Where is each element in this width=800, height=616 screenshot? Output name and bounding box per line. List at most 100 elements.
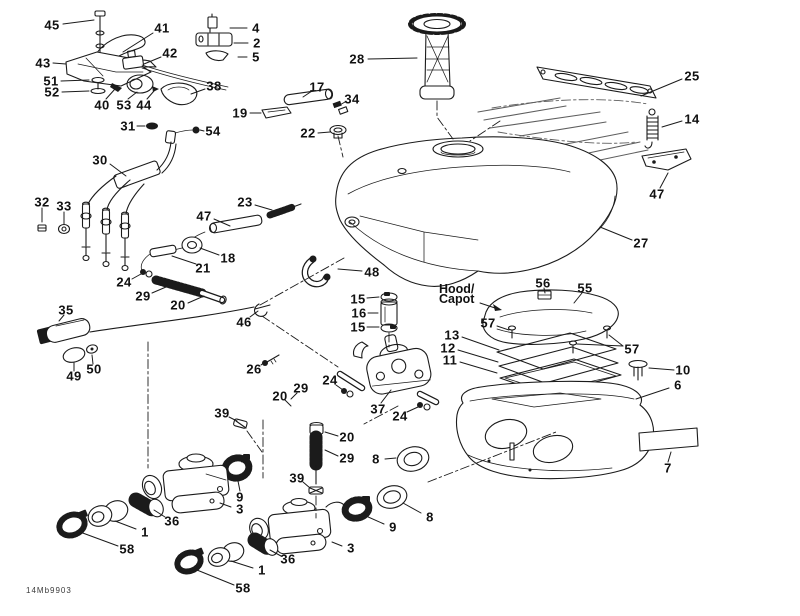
part-label-53: 53 (116, 97, 132, 113)
part-label-28: 28 (349, 51, 365, 67)
part-label-36: 36 (280, 551, 296, 567)
part-label-29: 29 (339, 450, 355, 466)
plate-19 (261, 106, 292, 119)
part-label-42: 42 (162, 45, 178, 61)
part-label-7: 7 (664, 460, 672, 476)
grommet-22 (329, 124, 347, 136)
frame-hatching (477, 97, 649, 161)
clamp-58b (174, 547, 204, 575)
ring-49 (62, 347, 86, 363)
choke-lever-42 (122, 49, 229, 91)
diagram-code: 14Mb9903 (26, 586, 72, 595)
screw-26 (262, 354, 280, 366)
idle-spring-20-29 (309, 421, 324, 485)
part-label-39: 39 (289, 470, 305, 486)
part-label-33: 33 (56, 198, 72, 214)
part-label-57: 57 (480, 315, 496, 331)
hood-annotation-line1: Hood/ (439, 282, 475, 296)
routing-lines (147, 100, 557, 519)
filter-foam-13 (496, 332, 617, 370)
intake-socket-36b (247, 532, 279, 556)
part-label-24: 24 (322, 372, 338, 388)
part-label-24: 24 (392, 408, 408, 424)
screw-57b (602, 325, 612, 339)
part-label-24: 24 (116, 274, 132, 290)
fuel-pump-37 (336, 334, 440, 411)
part-label-36: 36 (164, 513, 180, 529)
clip-46 (254, 303, 271, 317)
part-label-29: 29 (135, 288, 151, 304)
part-label-44: 44 (136, 97, 152, 113)
part-label-56: 56 (535, 275, 551, 291)
part-label-26: 26 (246, 361, 262, 377)
part-label-35: 35 (58, 302, 74, 318)
part-label-1: 1 (141, 524, 149, 540)
part-label-12: 12 (440, 340, 456, 356)
vent-hose-group (261, 88, 349, 139)
part-label-37: 37 (370, 401, 386, 417)
fuel-gauge-28 (408, 13, 466, 100)
part-label-22: 22 (300, 125, 316, 141)
part-label-16: 16 (351, 305, 367, 321)
bracket-47-right (641, 148, 692, 171)
part-label-38: 38 (206, 78, 222, 94)
part-label-41: 41 (154, 20, 170, 36)
choke-cable-assembly (140, 203, 302, 305)
part-label-23: 23 (237, 194, 253, 210)
part-label-30: 30 (92, 152, 108, 168)
part-label-29: 29 (293, 380, 309, 396)
leader-lines (41, 19, 683, 586)
part-label-20: 20 (272, 388, 288, 404)
part-label-10: 10 (675, 362, 691, 378)
flange-ring-8a (396, 446, 430, 472)
part-label-58: 58 (235, 580, 251, 596)
spring-14 (644, 108, 659, 149)
part-label-18: 18 (220, 250, 236, 266)
part-label-54: 54 (205, 123, 221, 139)
cable-adjusters (80, 201, 131, 272)
throttle-cable-junction-30 (87, 122, 200, 215)
hose-48 (301, 255, 331, 288)
clamp-58a (56, 509, 88, 539)
part-label-20: 20 (170, 297, 186, 313)
part-label-31: 31 (120, 118, 136, 134)
part-label-8: 8 (426, 509, 434, 525)
switch-4 (207, 13, 218, 33)
fasteners-32-33 (37, 223, 71, 235)
hood-annotation: Hood/ Capot (439, 282, 475, 306)
part-label-49: 49 (66, 368, 82, 384)
part-label-21: 21 (195, 260, 211, 276)
part-label-20: 20 (339, 429, 355, 445)
part-label-40: 40 (94, 97, 110, 113)
part-label-11: 11 (442, 352, 458, 368)
carburetor-1 (141, 453, 253, 514)
part-label-57: 57 (624, 341, 640, 357)
part-label-5: 5 (252, 49, 260, 65)
carburetor-2 (249, 497, 345, 555)
part-label-15: 15 (350, 319, 366, 335)
part-label-14: 14 (684, 111, 700, 127)
part-label-15: 15 (350, 291, 366, 307)
push-rivet-10 (628, 359, 648, 381)
part-label-34: 34 (344, 91, 360, 107)
part-label-2: 2 (253, 35, 261, 51)
part-label-19: 19 (232, 105, 248, 121)
part-label-6: 6 (674, 377, 682, 393)
part-label-3: 3 (347, 540, 355, 556)
part-label-39: 39 (214, 405, 230, 421)
fuel-filter-assembly (380, 292, 398, 333)
part-label-32: 32 (34, 194, 50, 210)
part-label-47: 47 (649, 186, 665, 202)
primer-pump-35 (36, 306, 255, 363)
part-label-51: 51 (43, 73, 59, 89)
intake-boot-1a (87, 500, 129, 527)
label-plate-7 (638, 427, 699, 452)
part-label-3: 3 (236, 501, 244, 517)
intake-socket-36a (128, 492, 164, 518)
switch-block-2 (195, 32, 233, 47)
part-label-47: 47 (196, 208, 212, 224)
washer-50 (86, 344, 98, 354)
part-label-4: 4 (252, 20, 260, 36)
